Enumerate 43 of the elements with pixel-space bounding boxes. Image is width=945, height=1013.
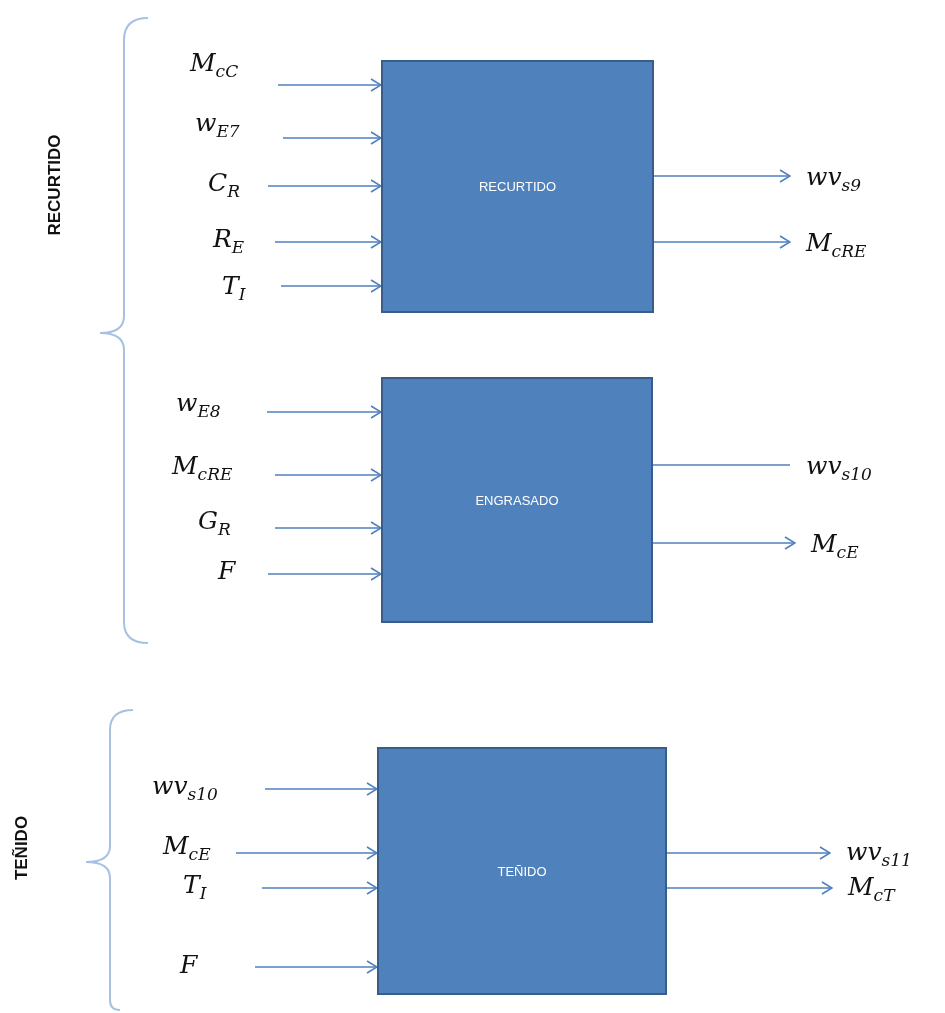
- input-variable: F: [218, 550, 268, 590]
- arrow: [277, 78, 382, 92]
- stage-label: TEÑIDO: [12, 815, 32, 881]
- process-name: ENGRASADO: [475, 492, 559, 508]
- input-variable: M$_{cE}$: [163, 827, 236, 867]
- arrow: [282, 131, 382, 145]
- arrow: [653, 235, 791, 249]
- arrow: [254, 960, 378, 974]
- arrow: [274, 468, 382, 482]
- input-variable: F: [180, 944, 255, 984]
- input-variable: R$_{E}$: [213, 220, 275, 260]
- input-variable: G$_{R}$: [198, 502, 275, 542]
- input-variable: M$_{cC}$: [190, 40, 278, 89]
- arrow: [666, 846, 831, 860]
- arrow: [235, 846, 378, 860]
- arrow: [267, 567, 382, 581]
- output-variable: M$_{cRE}$: [790, 224, 910, 264]
- arrow: [274, 521, 382, 535]
- output-variable: wv$_{s10}$: [790, 447, 920, 487]
- input-variable: T$_{I}$: [222, 267, 281, 307]
- arrow: [666, 881, 833, 895]
- output-variable: wv$_{s9}$: [790, 158, 900, 198]
- input-variable: C$_{R}$: [208, 164, 268, 204]
- input-variable: T$_{I}$: [183, 866, 262, 906]
- input-variable: M$_{cRE}$: [172, 447, 275, 487]
- arrow: [261, 881, 378, 895]
- arrow: [653, 169, 791, 183]
- arrow: [264, 782, 378, 796]
- process-box: [381, 60, 654, 313]
- input-variable: wv$_{s10}$: [152, 767, 265, 807]
- input-variable: w$_{E7}$: [195, 104, 283, 144]
- input-variable: w$_{E8}$: [176, 384, 267, 424]
- stage-label: RECURTIDO: [45, 134, 65, 236]
- process-name: TEÑIDO: [497, 863, 547, 879]
- arrow: [274, 235, 382, 249]
- arrow: [652, 536, 796, 550]
- arrow: [280, 279, 382, 293]
- arrow: [266, 405, 382, 419]
- process-name: RECURTIDO: [478, 179, 556, 194]
- process-box: [377, 747, 667, 995]
- output-variable: M$_{cE}$: [795, 525, 905, 565]
- arrow: [267, 179, 382, 193]
- process-box: [381, 377, 653, 623]
